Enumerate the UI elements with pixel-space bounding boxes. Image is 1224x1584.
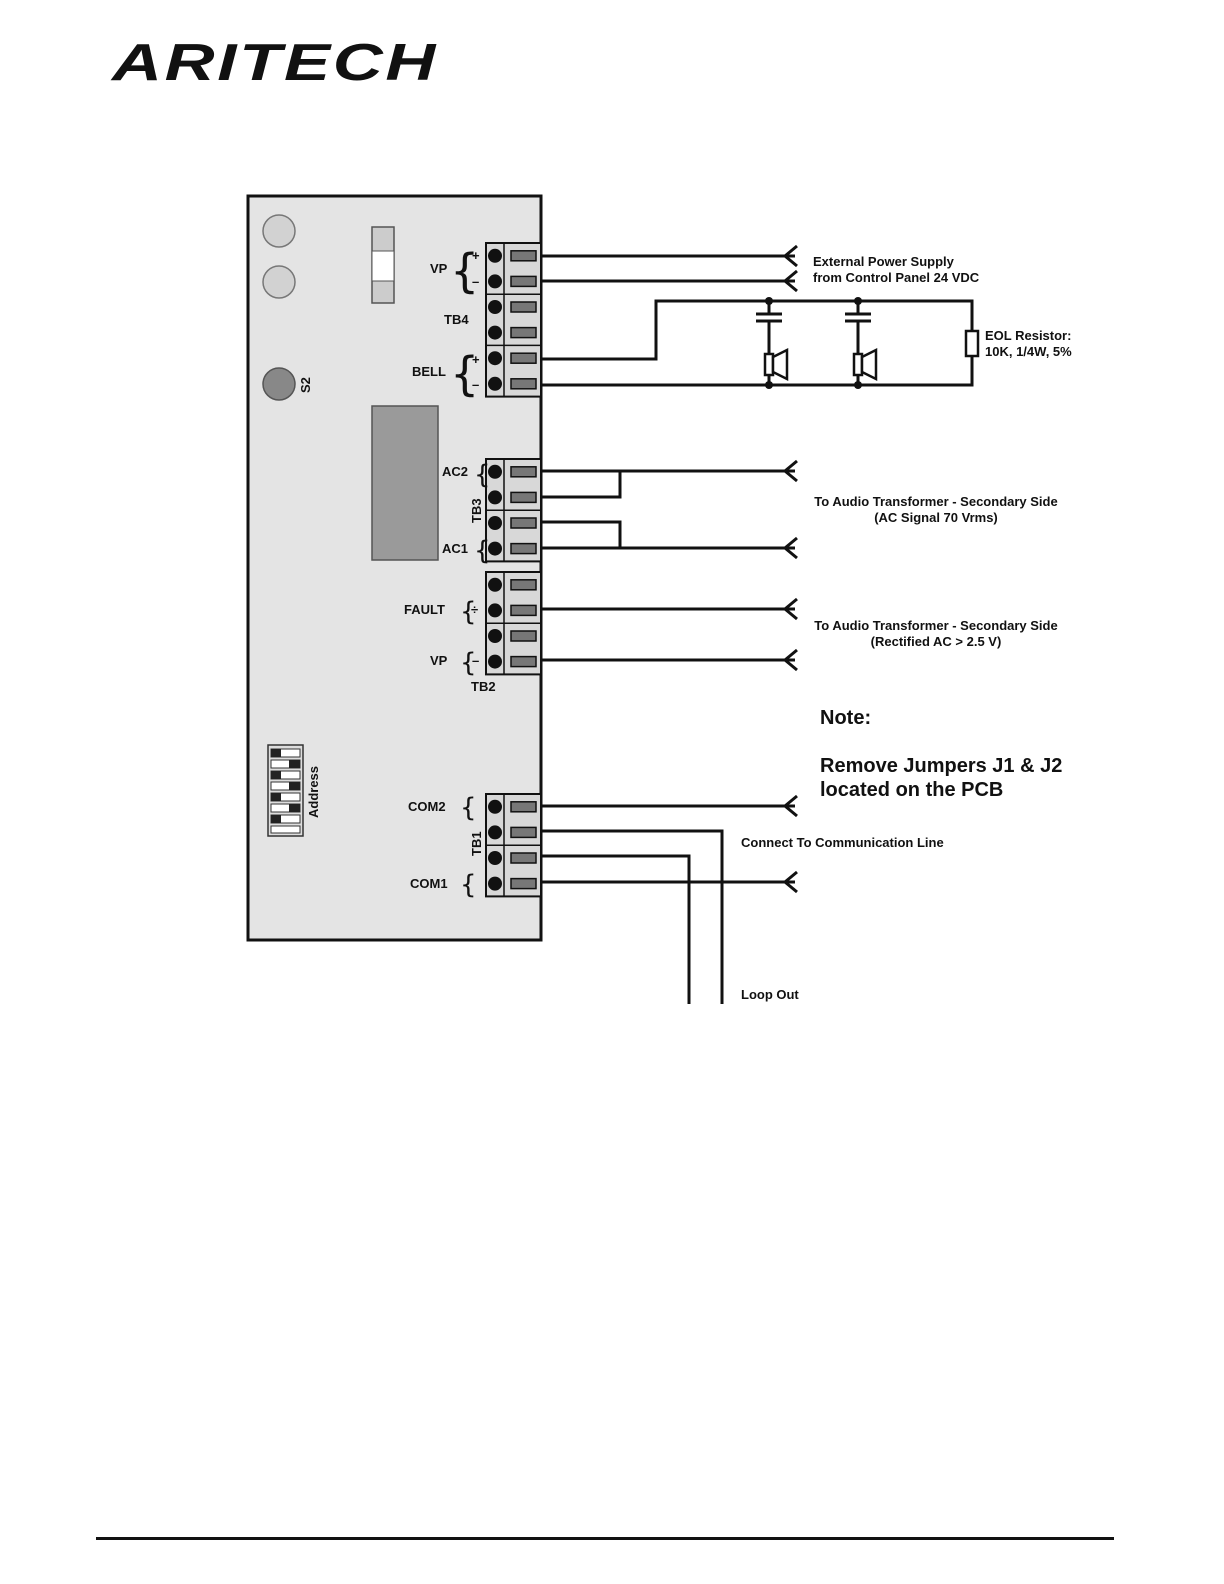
tb4-contact (510, 275, 537, 288)
tb4-screw (488, 376, 502, 391)
com1-label: COM1 (410, 876, 448, 891)
footer-rule (96, 1537, 1114, 1540)
tb2-screw (488, 577, 502, 592)
fault-label: FAULT (404, 602, 445, 617)
com2-label: COM2 (408, 799, 446, 814)
note-line1: Remove Jumpers J1 & J2 (820, 755, 1062, 777)
ac2-label: AC2 (442, 464, 468, 479)
vp-plus-sign: + (472, 248, 480, 263)
svg-text:{: { (474, 536, 491, 566)
audio-transformer-rect-line2: (Rectified AC > 2.5 V) (871, 634, 1002, 649)
s2-label: S2 (298, 377, 313, 393)
tb2-screw (488, 603, 502, 618)
svg-text:{: { (450, 244, 479, 298)
tb4-contact (510, 301, 537, 313)
terminal-blocks (485, 242, 542, 898)
tb1-contact (510, 877, 537, 890)
tb1-screw (488, 876, 502, 891)
ac1-label: AC1 (442, 541, 468, 556)
svg-text:{: { (450, 347, 479, 401)
tb4-screw (488, 300, 502, 314)
tb4-screw (488, 351, 502, 366)
tb3-contact (510, 466, 537, 478)
vp-bottom-minus-sign: – (472, 653, 479, 668)
junction-dots (765, 297, 862, 389)
aritech-logo: ARITECH (108, 30, 458, 96)
tb2-contact (510, 579, 537, 591)
sounder-2 (852, 347, 878, 382)
sounder-1 (763, 347, 789, 382)
eol-resistor-line2: 10K, 1/4W, 5% (985, 344, 1072, 359)
tb1-contact (510, 801, 537, 813)
tb4-contact (510, 250, 537, 262)
tb3-screw (488, 464, 502, 479)
tb2-screw (488, 629, 502, 643)
tb3-screw (488, 541, 502, 556)
tb3-screw (488, 516, 502, 530)
tb1-screw (488, 825, 502, 840)
tb1-contact (510, 852, 537, 864)
tb4-contact (510, 352, 537, 364)
tb1-screw (488, 799, 502, 814)
tb1-contact (510, 826, 537, 839)
tb2-contact (510, 655, 537, 668)
logo-wordmark: ARITECH (109, 34, 438, 92)
vp-bottom-label: VP (430, 653, 448, 668)
tb4-label: TB4 (444, 312, 469, 327)
indicator-led-2 (262, 265, 296, 299)
tb3-screw (488, 490, 502, 505)
fuse-element (371, 250, 395, 282)
wiring-diagram: S2 Address TB4 TB3 TB2 TB1 VP BELL AC2 A… (246, 194, 1072, 1004)
bell-label: BELL (412, 364, 446, 379)
audio-transformer-ac-line1: To Audio Transformer - Secondary Side (814, 494, 1057, 509)
note-line2: located on the PCB (820, 779, 1003, 801)
s2-switch (262, 367, 296, 401)
eol-resistor-line1: EOL Resistor: (985, 328, 1071, 343)
tb3-contact (510, 491, 537, 504)
tb4-contact (510, 326, 537, 339)
tb3-contact (510, 517, 537, 529)
vp-minus-sign: – (472, 274, 479, 289)
tb3-contact (510, 542, 537, 555)
note-title: Note: (820, 707, 871, 729)
tb4-screw (488, 325, 502, 340)
terminal-braces: { { { { { { { { (450, 244, 491, 900)
vp-top-label: VP (430, 261, 448, 276)
relay (371, 405, 439, 561)
communication-line-label: Connect To Communication Line (741, 835, 944, 850)
svg-text:{: { (460, 597, 477, 627)
bell-plus-sign: + (472, 352, 480, 367)
svg-text:{: { (460, 648, 477, 678)
tb2-screw (488, 654, 502, 669)
tb4-contact (510, 378, 537, 390)
indicator-led-1 (262, 214, 296, 248)
fault-plus-sign: ÷ (471, 602, 478, 617)
tb3-label: TB3 (469, 498, 484, 523)
svg-text:{: { (460, 793, 477, 823)
power-supply-line2: from Control Panel 24 VDC (813, 270, 980, 285)
audio-transformer-ac-line2: (AC Signal 70 Vrms) (874, 510, 998, 525)
tb1-label: TB1 (469, 831, 484, 856)
tb2-contact (510, 630, 537, 642)
svg-text:{: { (474, 460, 491, 490)
tb4-block (485, 242, 542, 398)
tb1-screw (488, 851, 502, 865)
tb4-screw (488, 248, 502, 263)
audio-transformer-rect-line1: To Audio Transformer - Secondary Side (814, 618, 1057, 633)
tb2-label: TB2 (471, 679, 496, 694)
tb4-screw (488, 274, 502, 289)
power-supply-line1: External Power Supply (813, 254, 955, 269)
bell-minus-sign: – (472, 377, 479, 392)
eol-resistor (964, 329, 980, 358)
loop-out-label: Loop Out (741, 987, 799, 1002)
svg-text:{: { (460, 870, 477, 900)
tb2-contact (510, 604, 537, 617)
address-dip-switch (267, 744, 304, 837)
address-label: Address (306, 766, 321, 818)
